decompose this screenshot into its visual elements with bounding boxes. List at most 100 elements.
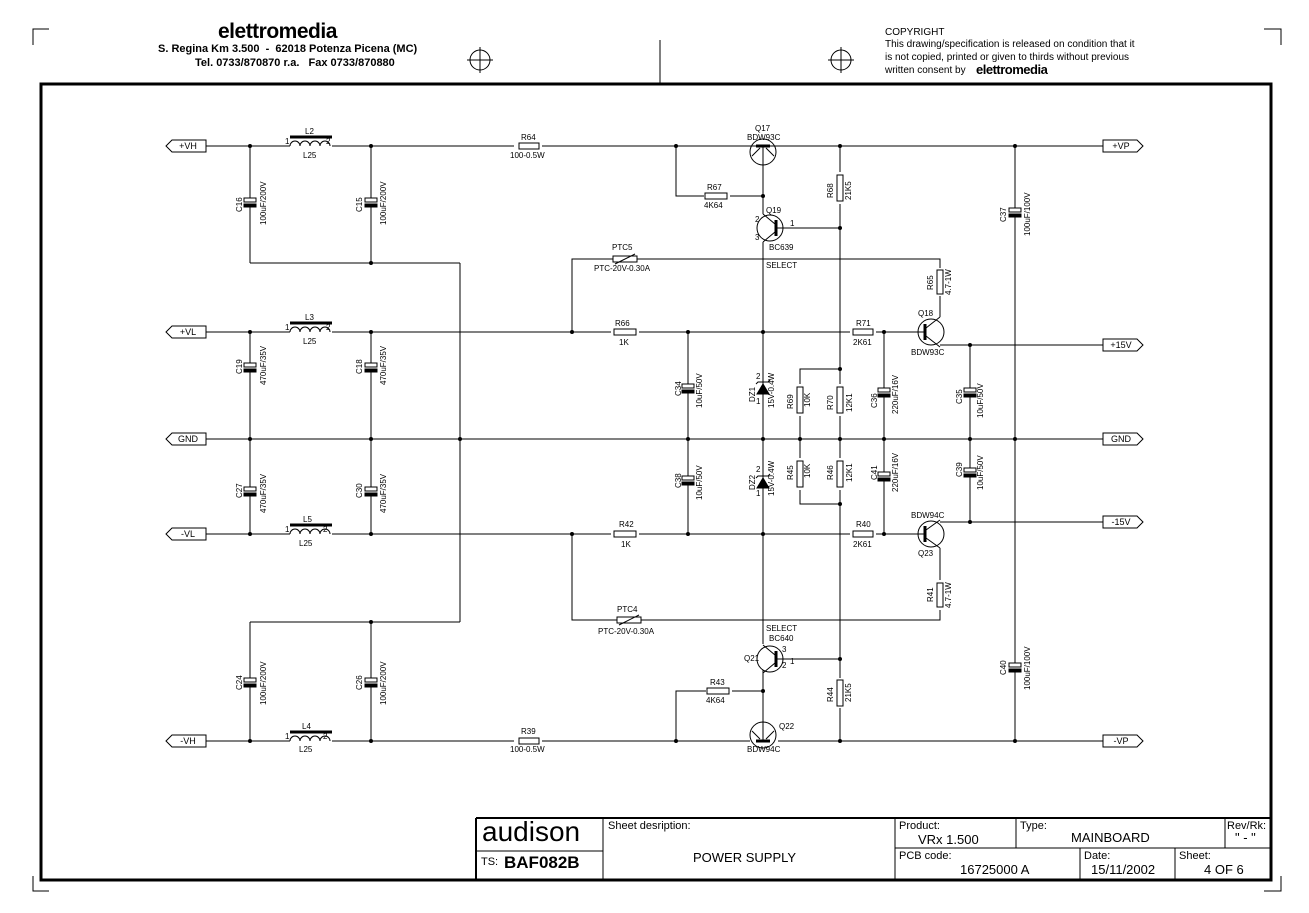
DZ2-value: 15V-0.4W <box>767 460 776 496</box>
L3-value: L25 <box>303 337 317 346</box>
Q22-ref: Q22 <box>779 722 795 731</box>
sheet-description-label: Sheet desription: <box>608 820 691 832</box>
pcb-code-value: 16725000 A <box>960 862 1030 877</box>
Q18-ref: Q18 <box>918 309 934 318</box>
product-label: Product: <box>899 820 940 832</box>
C39-value: 10uF/50V <box>976 455 985 490</box>
R71-ref: R71 <box>856 319 871 328</box>
DZ2-pin2: 2 <box>756 465 761 474</box>
R67-value: 4K64 <box>704 201 723 210</box>
date-label: Date: <box>1084 850 1111 862</box>
schematic-wires <box>206 145 1103 742</box>
Q19-pin2: 2 <box>755 215 760 224</box>
port-vp-pos: +VP <box>1112 141 1129 151</box>
product-value: VRx 1.500 <box>918 832 979 847</box>
port-shapes <box>165 139 1144 748</box>
select-bottom-label: SELECT <box>766 624 797 633</box>
Q21-value: BC640 <box>769 634 794 643</box>
C38-ref: C38 <box>674 473 683 488</box>
C35-ref: C35 <box>955 389 964 404</box>
C26-value: 100uF/200V <box>379 661 388 705</box>
ts-label: TS: <box>481 856 499 868</box>
L2-pin2: 2 <box>326 137 331 146</box>
R42-ref: R42 <box>619 520 634 529</box>
L2-pin1: 1 <box>285 137 290 146</box>
corner-marks <box>32 28 1282 892</box>
DZ2-ref: DZ2 <box>748 474 757 490</box>
C34-ref: C34 <box>674 381 683 396</box>
L3-pin1: 1 <box>285 323 290 332</box>
C37-value: 100uF/100V <box>1023 192 1032 236</box>
port-gnd-left: GND <box>178 434 199 444</box>
C16-value: 100uF/200V <box>259 181 268 225</box>
R45-value: 10K <box>803 463 812 478</box>
R66-value: 1K <box>619 338 629 347</box>
Q23-value: BDW94C <box>911 511 945 520</box>
PTC4-ref: PTC4 <box>617 605 638 614</box>
R69-ref: R69 <box>786 394 795 409</box>
R40-ref: R40 <box>856 520 871 529</box>
Q19-value: BC639 <box>769 243 794 252</box>
C24-value: 100uF/200V <box>259 661 268 705</box>
port-vp-neg: -VP <box>1113 736 1128 746</box>
C40-value: 100uF/100V <box>1023 646 1032 690</box>
sheet-description-value: POWER SUPPLY <box>693 850 797 865</box>
C34-value: 10uF/50V <box>695 373 704 408</box>
sheet-label: Sheet: <box>1179 850 1211 862</box>
copyright-line-1: This drawing/specification is released o… <box>885 39 1135 50</box>
company-contact: Tel. 0733/870870 r.a. Fax 0733/870880 <box>195 57 395 69</box>
inductors <box>289 135 332 742</box>
L2-value: L25 <box>303 151 317 160</box>
R71-value: 2K61 <box>853 338 872 347</box>
company-logo: elettromedia <box>218 20 337 43</box>
port-gnd-right: GND <box>1111 434 1132 444</box>
Q21-pin1: 1 <box>790 657 795 666</box>
port-vl-pos: +VL <box>180 327 196 337</box>
R64-ref: R64 <box>521 133 536 142</box>
type-value: MAINBOARD <box>1071 830 1150 845</box>
L4-value: L25 <box>299 745 313 754</box>
port-vh-neg: -VH <box>180 736 196 746</box>
R44-value: 21K5 <box>844 683 853 702</box>
type-label: Type: <box>1020 820 1047 832</box>
R39-ref: R39 <box>521 727 536 736</box>
L5-ref: L5 <box>303 515 312 524</box>
Q21-ref: Q21 <box>744 654 760 663</box>
PTC4-value: PTC-20V-0.30A <box>598 627 655 636</box>
C19-ref: C19 <box>235 359 244 374</box>
drawing-border <box>39 82 1273 882</box>
R45-ref: R45 <box>786 465 795 480</box>
C39-ref: C39 <box>955 462 964 477</box>
registration-mark-left <box>466 46 494 74</box>
DZ1-value: 15V-0.4W <box>767 372 776 408</box>
C24-ref: C24 <box>235 675 244 690</box>
L4-pin2: 2 <box>323 732 328 741</box>
C18-value: 470uF/35V <box>379 345 388 385</box>
select-top-label: SELECT <box>766 261 797 270</box>
R70-value: 12K1 <box>845 393 854 412</box>
L5-pin1: 1 <box>285 525 290 534</box>
DZ1-pin1: 1 <box>756 397 761 406</box>
R43-ref: R43 <box>710 678 725 687</box>
zener-diodes <box>755 372 771 500</box>
C35-value: 10uF/50V <box>976 383 985 418</box>
C30-ref: C30 <box>355 483 364 498</box>
L5-value: L25 <box>299 539 313 548</box>
DZ1-ref: DZ1 <box>748 386 757 402</box>
C15-value: 100uF/200V <box>379 181 388 225</box>
R39-value: 100-0.5W <box>510 745 545 754</box>
copyright-title: COPYRIGHT <box>885 27 945 38</box>
C41-ref: C41 <box>870 465 879 480</box>
R41-ref: R41 <box>926 587 935 602</box>
Q21-pin2: 2 <box>782 661 787 670</box>
R68-value: 21K5 <box>844 181 853 200</box>
R42-value: 1K <box>621 540 631 549</box>
C19-value: 470uF/35V <box>259 345 268 385</box>
DZ1-pin2: 2 <box>756 372 761 381</box>
C27-value: 470uF/35V <box>259 473 268 513</box>
R68-ref: R68 <box>826 183 835 198</box>
C36-ref: C36 <box>870 393 879 408</box>
date-value: 15/11/2002 <box>1091 862 1156 877</box>
